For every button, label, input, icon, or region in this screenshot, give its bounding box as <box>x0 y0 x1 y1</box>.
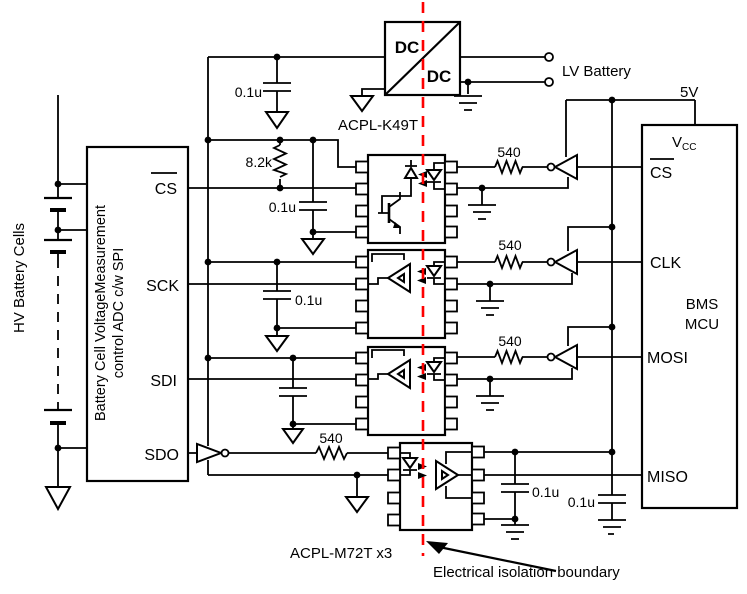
dcdc-diagonal <box>384 21 461 96</box>
receiver-amp-icon <box>368 253 411 294</box>
series-resistor-value: 540 <box>497 144 521 160</box>
optocoupler-clk <box>355 248 458 340</box>
dcdc-output-label: DC <box>427 67 452 86</box>
series-resistor-value: 540 <box>319 430 343 446</box>
light-arrow-icon <box>417 373 426 380</box>
led-icon <box>400 452 427 479</box>
mcu-name-line1: BMS <box>686 296 719 313</box>
cs-inverter-icon <box>546 153 578 181</box>
adc-pin-sdo-label: SDO <box>144 447 179 464</box>
adc-block-label-line1: Battery Cell VoltageMeasurement <box>93 205 109 421</box>
isolation-callout-arrow-icon <box>426 541 557 573</box>
cap-value: 0.1u <box>295 292 322 308</box>
dcdc-input-label: DC <box>395 38 420 57</box>
cap-value: 0.1u <box>532 484 559 500</box>
optocoupler-miso <box>387 441 485 532</box>
receiver-amp-icon <box>368 349 411 390</box>
cap-value: 0.1u <box>235 84 262 100</box>
junction-dots <box>54 53 616 523</box>
mcu-block <box>640 123 739 510</box>
mcu-pin-miso-label: MISO <box>647 469 688 486</box>
optocoupler-mosi <box>355 345 458 437</box>
wires <box>44 56 696 525</box>
series-resistor-value: 540 <box>498 333 522 349</box>
sdo-buffer-icon <box>196 442 230 464</box>
five-v-label: 5V <box>680 84 698 101</box>
mcu-pin-clk-label: CLK <box>650 255 681 272</box>
adc-pin-sck-label: SCK <box>146 278 179 295</box>
hv-ground-icon <box>264 111 290 130</box>
lv-battery-terminal <box>544 52 554 62</box>
acpl-k49t-label: ACPL-K49T <box>338 117 418 134</box>
pullup-resistor-value: 8.2k <box>246 154 273 170</box>
hv-battery-cells-label: HV Battery Cells <box>11 223 28 333</box>
lv-ground-icon <box>476 300 504 316</box>
adc-block <box>85 145 190 483</box>
ground-symbols <box>44 95 626 540</box>
adc-pin-cs-label: CS <box>155 181 177 198</box>
adc-pin-sdi-label: SDI <box>150 373 177 390</box>
isolation-boundary-label: Electrical isolation boundary <box>433 564 620 581</box>
mcu-pin-cs-label: CS <box>650 165 672 182</box>
series-resistor-value: 540 <box>498 237 522 253</box>
lv-ground-icon <box>501 524 529 540</box>
mcu-vcc-label: VCC <box>672 134 696 153</box>
mcu-pin-mosi-label: MOSI <box>647 350 688 367</box>
hv-ground-icon <box>44 486 72 512</box>
lv-ground-icon <box>598 519 626 535</box>
hv-ground-icon <box>344 496 370 514</box>
adc-block-label-line2: control ADC c/w SPI <box>111 248 127 379</box>
lv-ground-icon <box>454 95 482 111</box>
hv-ground-icon <box>300 238 326 256</box>
acpl-m72t-label: ACPL-M72T x3 <box>290 545 392 562</box>
hv-ground-icon <box>264 335 290 353</box>
hv-ground-icon <box>281 428 305 445</box>
receiver-amp-icon <box>435 451 472 499</box>
optocoupler-cs <box>355 153 458 245</box>
lv-battery-terminal <box>544 77 554 87</box>
mosi-inverter-icon <box>546 343 578 371</box>
photodiode-transistor-icon <box>378 160 419 234</box>
light-arrow-icon <box>418 472 427 479</box>
lv-ground-icon <box>468 204 496 220</box>
hv-ground-icon <box>349 95 375 113</box>
lv-battery-label: LV Battery <box>562 63 631 80</box>
mcu-name-line2: MCU <box>685 316 719 333</box>
clk-inverter-icon <box>546 248 578 276</box>
cap-value: 0.1u <box>568 494 595 510</box>
lv-ground-icon <box>476 395 504 411</box>
cap-value: 0.1u <box>269 199 296 215</box>
